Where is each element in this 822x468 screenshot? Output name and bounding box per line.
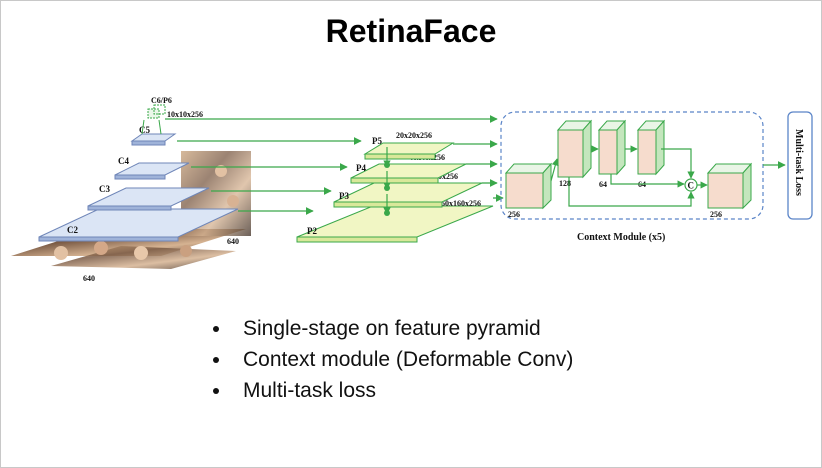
multi-task-loss-box: Multi-task Loss: [787, 111, 813, 220]
p2-label: P2: [307, 226, 317, 236]
context-module-caption: Context Module (x5): [577, 232, 665, 243]
concat-node: C: [684, 178, 698, 192]
c6-label: C6/P6: [151, 96, 172, 105]
context-input-block: 256: [504, 162, 553, 219]
p2-size-label: 160x160x256: [437, 199, 481, 208]
context-block-64b: 64: [636, 119, 666, 189]
multi-task-loss-label: Multi-task Loss: [793, 129, 804, 196]
p5-label: P5: [372, 136, 382, 146]
context-module: 256 128 64 64: [500, 111, 764, 243]
bullet-item: Multi-task loss: [213, 375, 573, 406]
context-block-64a-channels: 64: [599, 180, 607, 189]
backbone-level-c5: C5: [130, 125, 177, 146]
c3-label: C3: [99, 184, 110, 194]
context-block-64a: 64: [597, 119, 627, 189]
backbone-level-c2: C2: [38, 208, 239, 242]
bullet-dot-icon: [213, 357, 219, 363]
slide-title: RetinaFace: [325, 13, 497, 49]
bullet-item: Single-stage on feature pyramid: [213, 313, 573, 344]
retinaface-architecture-diagram: C2 C3 C4 C5 C6/P6 10x10x256: [11, 96, 813, 283]
bullet-dot-icon: [213, 388, 219, 394]
lateral-connections: [165, 115, 498, 215]
bullet-item: Context module (Deformable Conv): [213, 344, 573, 375]
p3-label: P3: [339, 191, 349, 201]
context-input-channels: 256: [508, 210, 520, 219]
context-block-128-channels: 128: [559, 179, 571, 188]
input-width-label: 640: [227, 237, 239, 246]
p4-label: P4: [356, 163, 366, 173]
input-height-label: 640: [83, 274, 95, 283]
c6-size-label: 10x10x256: [167, 110, 203, 119]
fpn-level-p2: P2 160x160x256: [296, 199, 494, 243]
bullet-list: Single-stage on feature pyramid Context …: [213, 313, 573, 406]
concat-symbol: C: [688, 181, 695, 191]
c5-label: C5: [139, 125, 150, 135]
backbone-level-c4: C4: [114, 156, 190, 180]
p5-size-label: 20x20x256: [396, 131, 432, 140]
backbone-level-c6: C6/P6 10x10x256: [147, 96, 203, 119]
backbone-pyramid: C2 C3 C4 C5 C6/P6 10x10x256: [38, 96, 239, 283]
fpn-output-arrows: [453, 140, 504, 202]
context-output-channels: 256: [710, 210, 722, 219]
c4-label: C4: [118, 156, 129, 166]
bullet-dot-icon: [213, 326, 219, 332]
context-output-block: 256: [706, 162, 753, 219]
c2-label: C2: [67, 225, 78, 235]
backbone-level-c3: C3: [87, 184, 210, 211]
context-block-128: 128: [556, 119, 593, 188]
feature-pyramid: P2 160x160x256 P3 80x80x256 P4 40x40x256…: [296, 131, 494, 243]
